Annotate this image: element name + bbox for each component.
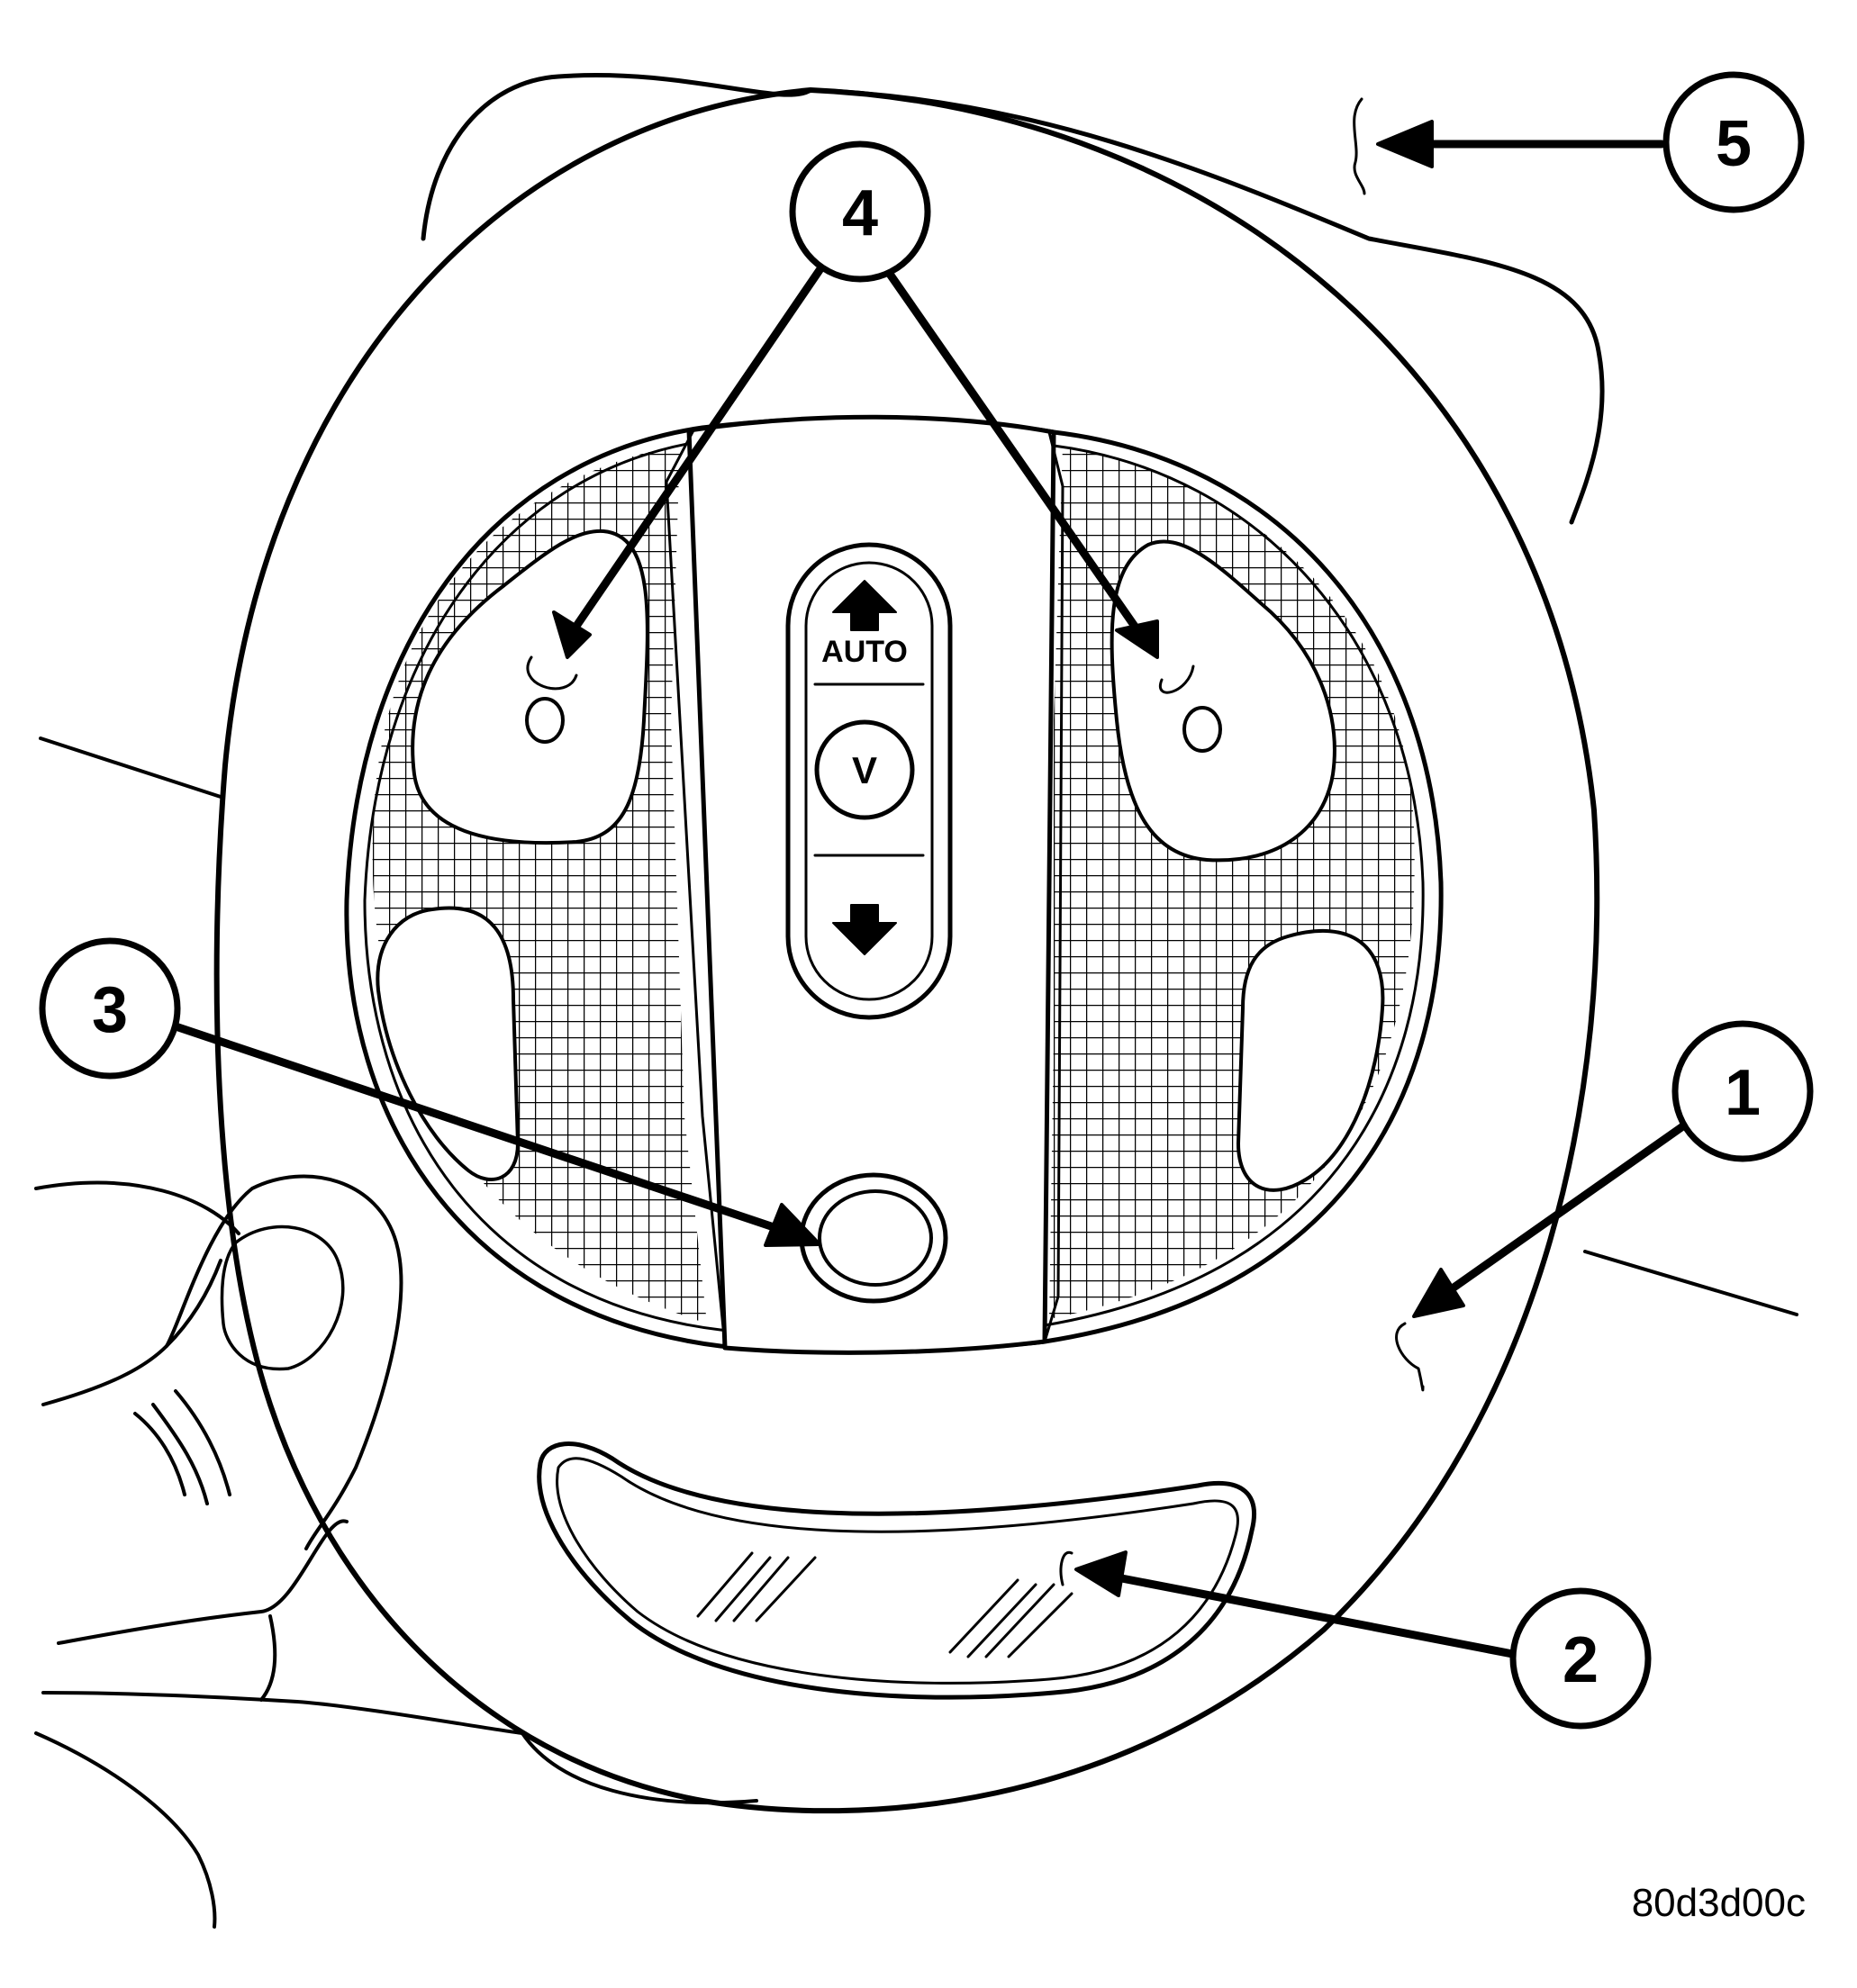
headliner-line-left — [39, 736, 222, 799]
vent-label: V — [852, 749, 877, 791]
lamp-hole-left — [525, 697, 565, 744]
arrow-down-icon — [832, 904, 897, 955]
map-lamp-right — [1236, 928, 1385, 1192]
console-housing — [213, 87, 1600, 1814]
hand-graphic — [34, 1174, 758, 1929]
svg-text:2: 2 — [1563, 1624, 1599, 1696]
svg-text:1: 1 — [1725, 1057, 1761, 1129]
reading-lamp-right — [1110, 539, 1336, 863]
lamp-leader-left — [526, 655, 578, 691]
center-panel-left-bevel — [665, 429, 727, 1348]
callout-2: 2 — [1509, 1587, 1652, 1730]
leader-arrows — [171, 120, 1689, 1661]
auto-label: AUTO — [821, 635, 908, 669]
headliner-outline — [421, 73, 1605, 525]
callout-1: 1 — [1671, 1020, 1814, 1162]
leader-tick-1 — [1395, 1322, 1425, 1392]
map-lamp-left — [376, 906, 520, 1181]
center-panel-right-bevel — [1043, 430, 1064, 1343]
callout-4: 4 — [789, 140, 931, 283]
callout-5: 5 — [1662, 71, 1805, 213]
svg-text:5: 5 — [1716, 108, 1752, 180]
figure-id-label: 80d3d00c — [1632, 1881, 1806, 1925]
svg-text:3: 3 — [92, 974, 128, 1046]
lamp-hole-right — [1182, 706, 1222, 753]
sunroof-switch[interactable]: AUTO V — [785, 542, 953, 1020]
headliner-line-right — [1583, 1250, 1798, 1316]
dome-lamp-switch[interactable] — [799, 1172, 948, 1304]
lamp-leader-right — [1158, 664, 1195, 694]
callout-3: 3 — [39, 937, 181, 1080]
courtesy-lamp-lens — [537, 1441, 1256, 1700]
arrow-up-icon — [832, 580, 897, 631]
leader-tick-5 — [1353, 97, 1366, 195]
svg-text:4: 4 — [842, 177, 878, 249]
vent-button[interactable] — [814, 719, 915, 820]
